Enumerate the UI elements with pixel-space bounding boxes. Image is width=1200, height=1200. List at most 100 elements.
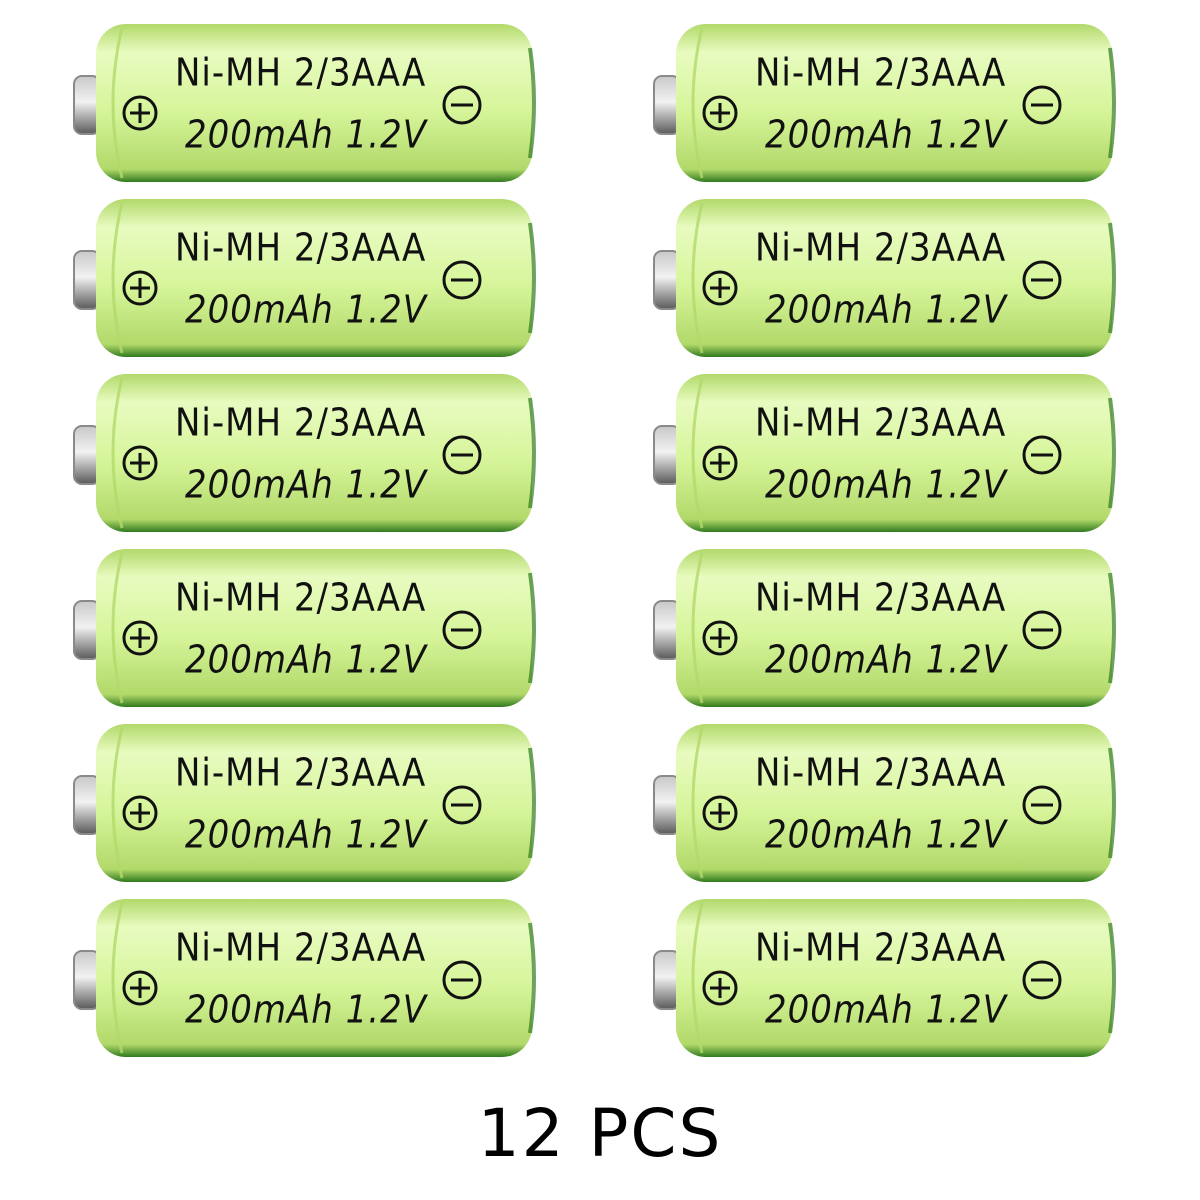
battery-cylinder: [96, 199, 532, 357]
plus-circle-icon: [702, 620, 738, 656]
battery-model-label: Ni-MH 2/3AAA: [755, 401, 1007, 446]
minus-circle-icon: [442, 960, 482, 1000]
battery-model-label: Ni-MH 2/3AAA: [755, 751, 1007, 796]
battery-rim-left: [691, 202, 704, 354]
battery-body-graphic: [73, 724, 536, 882]
battery-rim-left: [111, 552, 124, 704]
battery-rim-left: [111, 727, 124, 879]
battery-body-graphic: [653, 374, 1116, 532]
battery-spec-label: 200mAh 1.2V: [765, 463, 1007, 508]
battery-spec-label: 200mAh 1.2V: [765, 988, 1007, 1033]
plus-circle-icon: [122, 95, 158, 131]
battery-rim-right: [528, 747, 536, 859]
battery-body-graphic: [653, 549, 1116, 707]
battery-model-label: Ni-MH 2/3AAA: [175, 751, 427, 796]
battery-model-label: Ni-MH 2/3AAA: [175, 401, 427, 446]
battery-rim-right: [1108, 397, 1116, 509]
minus-circle-icon: [442, 260, 482, 300]
battery-cylinder: [676, 724, 1112, 882]
battery-rim-right: [528, 397, 536, 509]
battery-spec-label: 200mAh 1.2V: [765, 638, 1007, 683]
battery-rim-right: [1108, 222, 1116, 334]
battery-spec-label: 200mAh 1.2V: [185, 113, 427, 158]
battery-body-graphic: [653, 24, 1116, 182]
minus-circle-icon: [442, 435, 482, 475]
battery-body-graphic: [73, 374, 536, 532]
battery-rim-right: [1108, 572, 1116, 684]
battery: Ni-MH 2/3AAA 200mAh 1.2V: [60, 893, 540, 1063]
battery-rim-left: [111, 202, 124, 354]
battery-model-label: Ni-MH 2/3AAA: [175, 226, 427, 271]
battery-cylinder: [96, 24, 532, 182]
battery-cylinder: [96, 374, 532, 532]
battery-rim-left: [691, 552, 704, 704]
minus-circle-icon: [442, 785, 482, 825]
minus-circle-icon: [1022, 960, 1062, 1000]
battery-body-graphic: [653, 724, 1116, 882]
battery-rim-right: [1108, 922, 1116, 1034]
battery-rim-left: [691, 27, 704, 179]
minus-circle-icon: [442, 85, 482, 125]
battery-rim-right: [528, 572, 536, 684]
battery-model-label: Ni-MH 2/3AAA: [175, 926, 427, 971]
plus-circle-icon: [702, 970, 738, 1006]
battery: Ni-MH 2/3AAA 200mAh 1.2V: [640, 893, 1120, 1063]
battery-cylinder: [676, 24, 1112, 182]
battery-cylinder: [676, 899, 1112, 1057]
battery-spec-label: 200mAh 1.2V: [185, 288, 427, 333]
plus-circle-icon: [122, 270, 158, 306]
battery: Ni-MH 2/3AAA 200mAh 1.2V: [60, 718, 540, 888]
battery-model-label: Ni-MH 2/3AAA: [175, 576, 427, 621]
battery: Ni-MH 2/3AAA 200mAh 1.2V: [640, 718, 1120, 888]
minus-circle-icon: [1022, 85, 1062, 125]
battery-rim-right: [528, 47, 536, 159]
battery: Ni-MH 2/3AAA 200mAh 1.2V: [640, 543, 1120, 713]
plus-circle-icon: [702, 270, 738, 306]
battery-spec-label: 200mAh 1.2V: [185, 638, 427, 683]
plus-circle-icon: [122, 970, 158, 1006]
battery-spec-label: 200mAh 1.2V: [185, 463, 427, 508]
minus-circle-icon: [1022, 260, 1062, 300]
battery: Ni-MH 2/3AAA 200mAh 1.2V: [640, 193, 1120, 363]
battery-rim-left: [111, 902, 124, 1054]
battery: Ni-MH 2/3AAA 200mAh 1.2V: [60, 18, 540, 188]
battery-body-graphic: [73, 199, 536, 357]
battery-rim-right: [528, 922, 536, 1034]
battery-model-label: Ni-MH 2/3AAA: [755, 576, 1007, 621]
plus-circle-icon: [702, 445, 738, 481]
battery-rim-right: [528, 222, 536, 334]
battery-rim-left: [691, 902, 704, 1054]
battery-rim-left: [111, 377, 124, 529]
plus-circle-icon: [122, 620, 158, 656]
battery-spec-label: 200mAh 1.2V: [765, 113, 1007, 158]
battery: Ni-MH 2/3AAA 200mAh 1.2V: [60, 368, 540, 538]
battery-cylinder: [96, 899, 532, 1057]
quantity-caption: 12 PCS: [477, 1095, 723, 1172]
battery-spec-label: 200mAh 1.2V: [765, 288, 1007, 333]
plus-circle-icon: [702, 95, 738, 131]
battery-rim-right: [1108, 747, 1116, 859]
battery: Ni-MH 2/3AAA 200mAh 1.2V: [640, 368, 1120, 538]
battery-spec-label: 200mAh 1.2V: [185, 988, 427, 1033]
battery-rim-left: [111, 27, 124, 179]
battery-rim-left: [691, 727, 704, 879]
battery: Ni-MH 2/3AAA 200mAh 1.2V: [640, 18, 1120, 188]
battery-cylinder: [676, 549, 1112, 707]
plus-circle-icon: [122, 795, 158, 831]
minus-circle-icon: [1022, 785, 1062, 825]
battery-cylinder: [96, 724, 532, 882]
battery: Ni-MH 2/3AAA 200mAh 1.2V: [60, 543, 540, 713]
battery-model-label: Ni-MH 2/3AAA: [755, 51, 1007, 96]
battery-cylinder: [96, 549, 532, 707]
battery-cylinder: [676, 199, 1112, 357]
battery-grid: Ni-MH 2/3AAA 200mAh 1.2V Ni-MH 2/3AAA 20…: [60, 18, 1120, 1063]
battery-model-label: Ni-MH 2/3AAA: [755, 226, 1007, 271]
battery-body-graphic: [73, 549, 536, 707]
battery-rim-right: [1108, 47, 1116, 159]
minus-circle-icon: [1022, 610, 1062, 650]
minus-circle-icon: [1022, 435, 1062, 475]
battery-body-graphic: [73, 24, 536, 182]
battery-spec-label: 200mAh 1.2V: [185, 813, 427, 858]
battery-body-graphic: [73, 899, 536, 1057]
plus-circle-icon: [702, 795, 738, 831]
